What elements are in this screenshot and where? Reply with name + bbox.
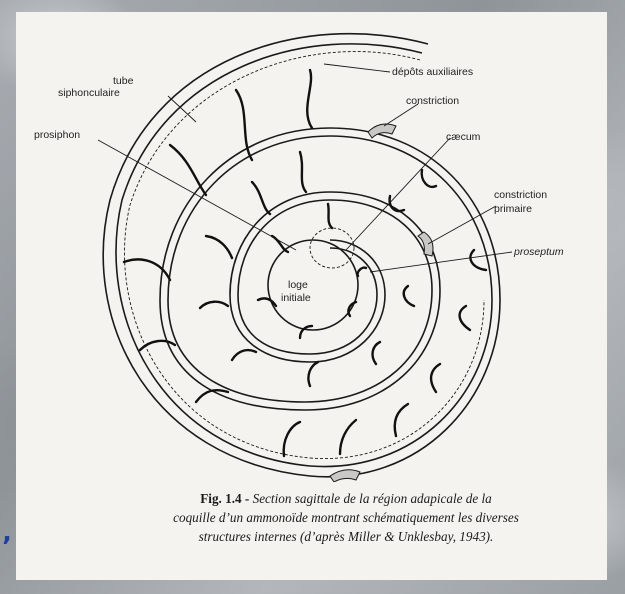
septum (300, 152, 306, 192)
inner-whorl-inner-wall (238, 200, 377, 354)
leader-prosiphon (98, 140, 296, 250)
septum (431, 364, 440, 392)
label-constriction-primaire-2: primaire (494, 203, 532, 215)
caption-figure-number: Fig. 1.4 - (200, 491, 249, 506)
label-caecum: cæcum (446, 131, 481, 143)
middle-whorl-wall (160, 128, 440, 410)
label-tube: tube (113, 75, 134, 87)
septum (470, 250, 486, 270)
leader-caecum (346, 138, 450, 250)
septum (206, 236, 232, 258)
septum (328, 204, 332, 228)
label-prosiphon: prosiphon (34, 129, 80, 141)
figure-panel: tube siphonculaire dépôts auxiliaires co… (16, 12, 607, 580)
septum (348, 302, 356, 316)
septum (404, 286, 414, 306)
slide-apostrophe-mark: ’ (2, 532, 12, 562)
septum (340, 420, 356, 454)
septum (358, 268, 366, 276)
septum (395, 404, 408, 436)
caption-line-2: coquille d’un ammonoïde montrant schémat… (173, 510, 519, 525)
septum (170, 145, 206, 195)
leader-constriction (384, 104, 418, 126)
septum (373, 342, 380, 364)
constriction-bump (368, 124, 396, 138)
ammonoid-section-diagram: tube siphonculaire dépôts auxiliaires co… (16, 12, 607, 482)
initial-chamber (268, 240, 358, 330)
label-initiale: initiale (281, 292, 311, 304)
septum (284, 422, 300, 456)
label-siphonculaire: siphonculaire (58, 87, 120, 99)
label-constriction-primaire-1: constriction (494, 189, 547, 201)
septum (252, 182, 270, 214)
label-loge: loge (288, 279, 308, 291)
figure-caption: Fig. 1.4 - Section sagittale de la régio… (96, 489, 596, 546)
label-depots-auxiliaires: dépôts auxiliaires (392, 66, 473, 78)
septum (232, 350, 256, 360)
caption-line-1: Section sagittale de la région adapicale… (253, 491, 492, 506)
septum (200, 302, 228, 308)
leader-tube (168, 96, 196, 122)
septum (422, 170, 436, 187)
bottom-bump (330, 470, 360, 482)
leader-depots (324, 64, 390, 72)
outer-whorl-inner-wall (116, 44, 492, 467)
septum (460, 306, 470, 330)
septum (307, 70, 312, 128)
label-proseptum: proseptum (513, 246, 564, 258)
caption-line-3: structures internes (d’après Miller & Un… (199, 529, 494, 544)
label-constriction: constriction (406, 95, 459, 107)
leader-proseptum (370, 252, 512, 272)
septum (308, 362, 318, 386)
